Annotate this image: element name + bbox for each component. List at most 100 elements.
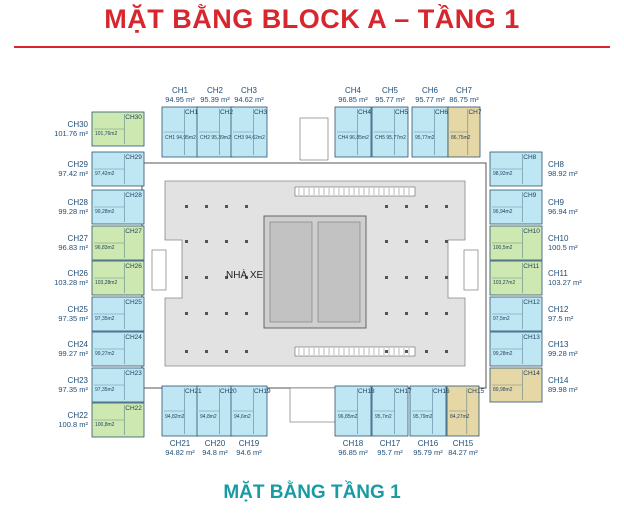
unit-ch14-inner-name: CH14 xyxy=(523,370,540,377)
column-9 xyxy=(185,240,188,243)
unit-ch10-area: 100.5 m² xyxy=(548,243,578,252)
column-1 xyxy=(185,205,188,208)
left-stair xyxy=(151,249,167,291)
unit-ch22-area: 100.8 m² xyxy=(58,420,88,429)
unit-ch30-name: CH30 xyxy=(67,120,88,129)
column-20 xyxy=(245,276,248,279)
unit-ch19-inner-area: 94,6m2 xyxy=(234,413,251,420)
unit-ch25-name: CH25 xyxy=(67,305,88,314)
column-22 xyxy=(405,276,408,279)
unit-ch2-inner-name: CH2 xyxy=(220,109,234,116)
unit-ch28-inner-name: CH28 xyxy=(125,192,142,199)
unit-ch23-inner-area: 97,35m2 xyxy=(95,386,115,393)
unit-ch18-inner-area: 96,85m2 xyxy=(338,413,358,420)
column-16 xyxy=(445,240,448,243)
ramp-bottom xyxy=(294,346,416,357)
column-12 xyxy=(245,240,248,243)
unit-ch24-name: CH24 xyxy=(67,340,88,349)
unit-ch29-inner-area: 97,42m2 xyxy=(95,170,115,177)
unit-ch5-name: CH5 xyxy=(381,86,398,95)
unit-ch16-inner-area: 95,79m2 xyxy=(413,413,433,420)
unit-ch13-inner-name: CH13 xyxy=(523,334,540,341)
parking-label: NHÀ XE xyxy=(226,270,264,281)
unit-ch8-inner-name: CH8 xyxy=(523,154,537,161)
unit-ch11-inner-area: 103,27m2 xyxy=(493,279,516,286)
unit-ch18-inner-name: CH18 xyxy=(358,388,375,395)
column-4 xyxy=(245,205,248,208)
column-29 xyxy=(385,312,388,315)
unit-ch4-inner-area: CH4 96,85m2 xyxy=(338,134,369,141)
unit-ch13-inner-area: 99,28m2 xyxy=(493,350,513,357)
unit-ch1-area: 94.95 m² xyxy=(165,95,195,104)
unit-ch24-area: 99.27 m² xyxy=(58,349,88,358)
unit-ch16-area: 95.79 m² xyxy=(413,448,443,457)
unit-ch23-inner-name: CH23 xyxy=(125,370,142,377)
page-title: MẶT BẰNG BLOCK A – TẦNG 1 xyxy=(104,4,520,34)
unit-ch25-inner-area: 97,35m2 xyxy=(95,315,115,322)
column-37 xyxy=(385,350,388,353)
unit-ch4-inner-name: CH4 xyxy=(358,109,372,116)
unit-ch17-inner-name: CH17 xyxy=(395,388,412,395)
unit-ch9-inner-area: 96,94m2 xyxy=(493,208,513,215)
unit-ch22-inner-area: 100,8m2 xyxy=(95,421,115,428)
column-24 xyxy=(445,276,448,279)
unit-ch19-inner-name: CH19 xyxy=(254,388,271,395)
column-3 xyxy=(225,205,228,208)
unit-ch7-inner-name: CH7 xyxy=(468,109,482,116)
unit-ch26-area: 103.28 m² xyxy=(54,278,88,287)
unit-ch6-inner-name: CH6 xyxy=(435,109,449,116)
column-27 xyxy=(225,312,228,315)
column-38 xyxy=(405,350,408,353)
column-8 xyxy=(445,205,448,208)
right-stair xyxy=(463,249,479,291)
column-15 xyxy=(425,240,428,243)
top-lobby xyxy=(299,117,329,161)
unit-ch8-inner-area: 98,92m2 xyxy=(493,170,513,177)
unit-ch27-inner-name: CH27 xyxy=(125,228,142,235)
unit-ch5-area: 95.77 m² xyxy=(375,95,405,104)
unit-ch18-area: 96.85 m² xyxy=(338,448,368,457)
unit-ch20-inner-area: 94,8m2 xyxy=(200,413,217,420)
column-30 xyxy=(405,312,408,315)
unit-ch27-inner-area: 96,83m2 xyxy=(95,244,115,251)
unit-ch11-area: 103.27 m² xyxy=(548,278,582,287)
column-6 xyxy=(405,205,408,208)
unit-ch14-name: CH14 xyxy=(548,376,569,385)
unit-ch28-name: CH28 xyxy=(67,198,88,207)
unit-ch3-inner-area: CH3 94,62m2 xyxy=(234,134,265,141)
unit-ch9-inner-name: CH9 xyxy=(523,192,537,199)
unit-ch27-name: CH27 xyxy=(67,234,88,243)
unit-ch1-inner-name: CH1 xyxy=(185,109,199,116)
unit-ch20-inner-name: CH20 xyxy=(220,388,237,395)
unit-ch26-inner-area: 103,28m2 xyxy=(95,279,118,286)
column-5 xyxy=(385,205,388,208)
column-26 xyxy=(205,312,208,315)
unit-ch3-name: CH3 xyxy=(240,86,257,95)
unit-ch5-inner-area: CH5 95,77m2 xyxy=(375,134,406,141)
column-31 xyxy=(425,312,428,315)
unit-ch5-inner-name: CH5 xyxy=(395,109,409,116)
column-28 xyxy=(245,312,248,315)
unit-ch17-name: CH17 xyxy=(379,439,401,448)
unit-ch17-area: 95.7 m² xyxy=(377,448,403,457)
column-21 xyxy=(385,276,388,279)
unit-ch9-area: 96.94 m² xyxy=(548,207,578,216)
unit-ch14-area: 89.98 m² xyxy=(548,385,578,394)
unit-ch6-name: CH6 xyxy=(421,86,438,95)
